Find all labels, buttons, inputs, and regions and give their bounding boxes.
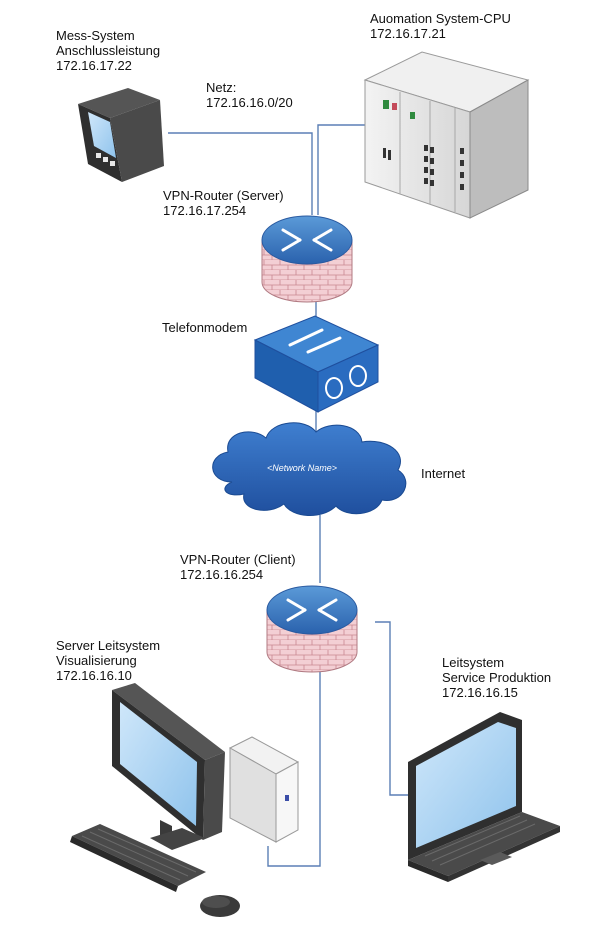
laptop-screen	[416, 722, 516, 848]
vpn-router-client	[266, 585, 358, 673]
label-vpn-router-client: VPN-Router (Client) 172.16.16.254	[180, 552, 296, 582]
cloud-network-name: <Network Name>	[266, 463, 338, 473]
line-router-to-server	[267, 662, 321, 867]
mess-system-device	[78, 88, 164, 182]
label-internet: Internet	[421, 466, 466, 481]
router-arrows-icon	[286, 598, 338, 622]
label-netz: Netz: 172.16.16.0/20	[206, 80, 293, 110]
label-server-leitsystem: Server Leitsystem Visualisierung 172.16.…	[56, 638, 161, 683]
modem-arrows-icon	[288, 328, 342, 354]
automation-cpu-cabinet	[363, 51, 530, 219]
telefonmodem-device	[253, 315, 380, 413]
monitor-screen	[120, 702, 197, 826]
connection-lines	[168, 124, 412, 867]
label-leitsystem-service: Leitsystem Service Produktion 172.16.16.…	[442, 655, 552, 700]
line-router-to-laptop	[375, 621, 412, 796]
label-telefonmodem: Telefonmodem	[162, 320, 248, 335]
label-mess-system: Mess-System Anschlussleistung 172.16.17.…	[56, 28, 161, 73]
label-automation-cpu: Auomation System-CPU 172.16.17.21	[370, 11, 511, 41]
label-vpn-router-server: VPN-Router (Server) 172.16.17.254	[163, 188, 284, 218]
internet-cloud	[212, 422, 407, 517]
display-screen	[88, 112, 116, 158]
line-mess-system	[168, 132, 313, 215]
router-arrows-icon	[281, 228, 333, 252]
laptop-device	[408, 712, 560, 882]
line-automation-cpu	[317, 124, 365, 215]
server-workstation	[70, 683, 300, 917]
vpn-router-server	[261, 215, 353, 303]
